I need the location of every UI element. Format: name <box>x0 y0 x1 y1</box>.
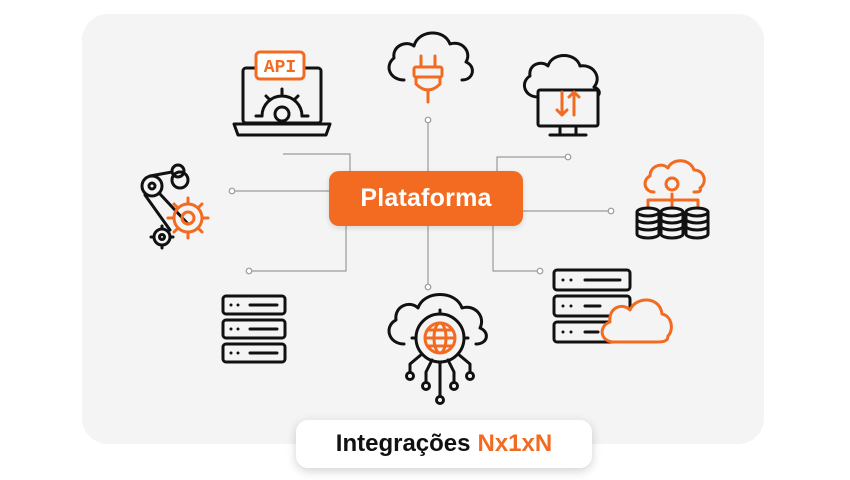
cloud-globe-network-icon <box>387 293 488 405</box>
cloud-database-icon <box>635 159 710 240</box>
connector-dot <box>228 187 236 195</box>
footer-title-badge: Integrações Nx1xN <box>296 420 592 468</box>
platform-label: Plataforma <box>360 184 492 212</box>
footer-title-accent: Nx1xN <box>477 430 553 457</box>
connector-api <box>283 153 351 171</box>
connector-dot <box>424 116 432 124</box>
connector-server <box>249 226 347 272</box>
connector-dot <box>564 153 572 161</box>
cloud-plug-icon <box>387 31 474 104</box>
connector-dot <box>245 267 253 275</box>
connector-server-cloud <box>492 226 540 272</box>
api-badge-text: API <box>264 58 296 78</box>
server-cloud-icon <box>552 268 673 344</box>
connector-monitor <box>496 156 568 171</box>
platform-node[interactable]: Plataforma <box>329 171 523 226</box>
api-laptop-icon: API <box>232 50 332 137</box>
footer-title-prefix: Integrações <box>335 430 471 457</box>
server-rack-icon <box>221 294 287 364</box>
machine-gears-icon <box>140 163 210 250</box>
cloud-monitor-sync-icon <box>522 54 601 137</box>
connector-ends <box>228 116 615 291</box>
connectors <box>232 120 611 287</box>
connector-dot <box>424 283 432 291</box>
connector-dot <box>536 267 544 275</box>
connector-dot <box>607 207 615 215</box>
